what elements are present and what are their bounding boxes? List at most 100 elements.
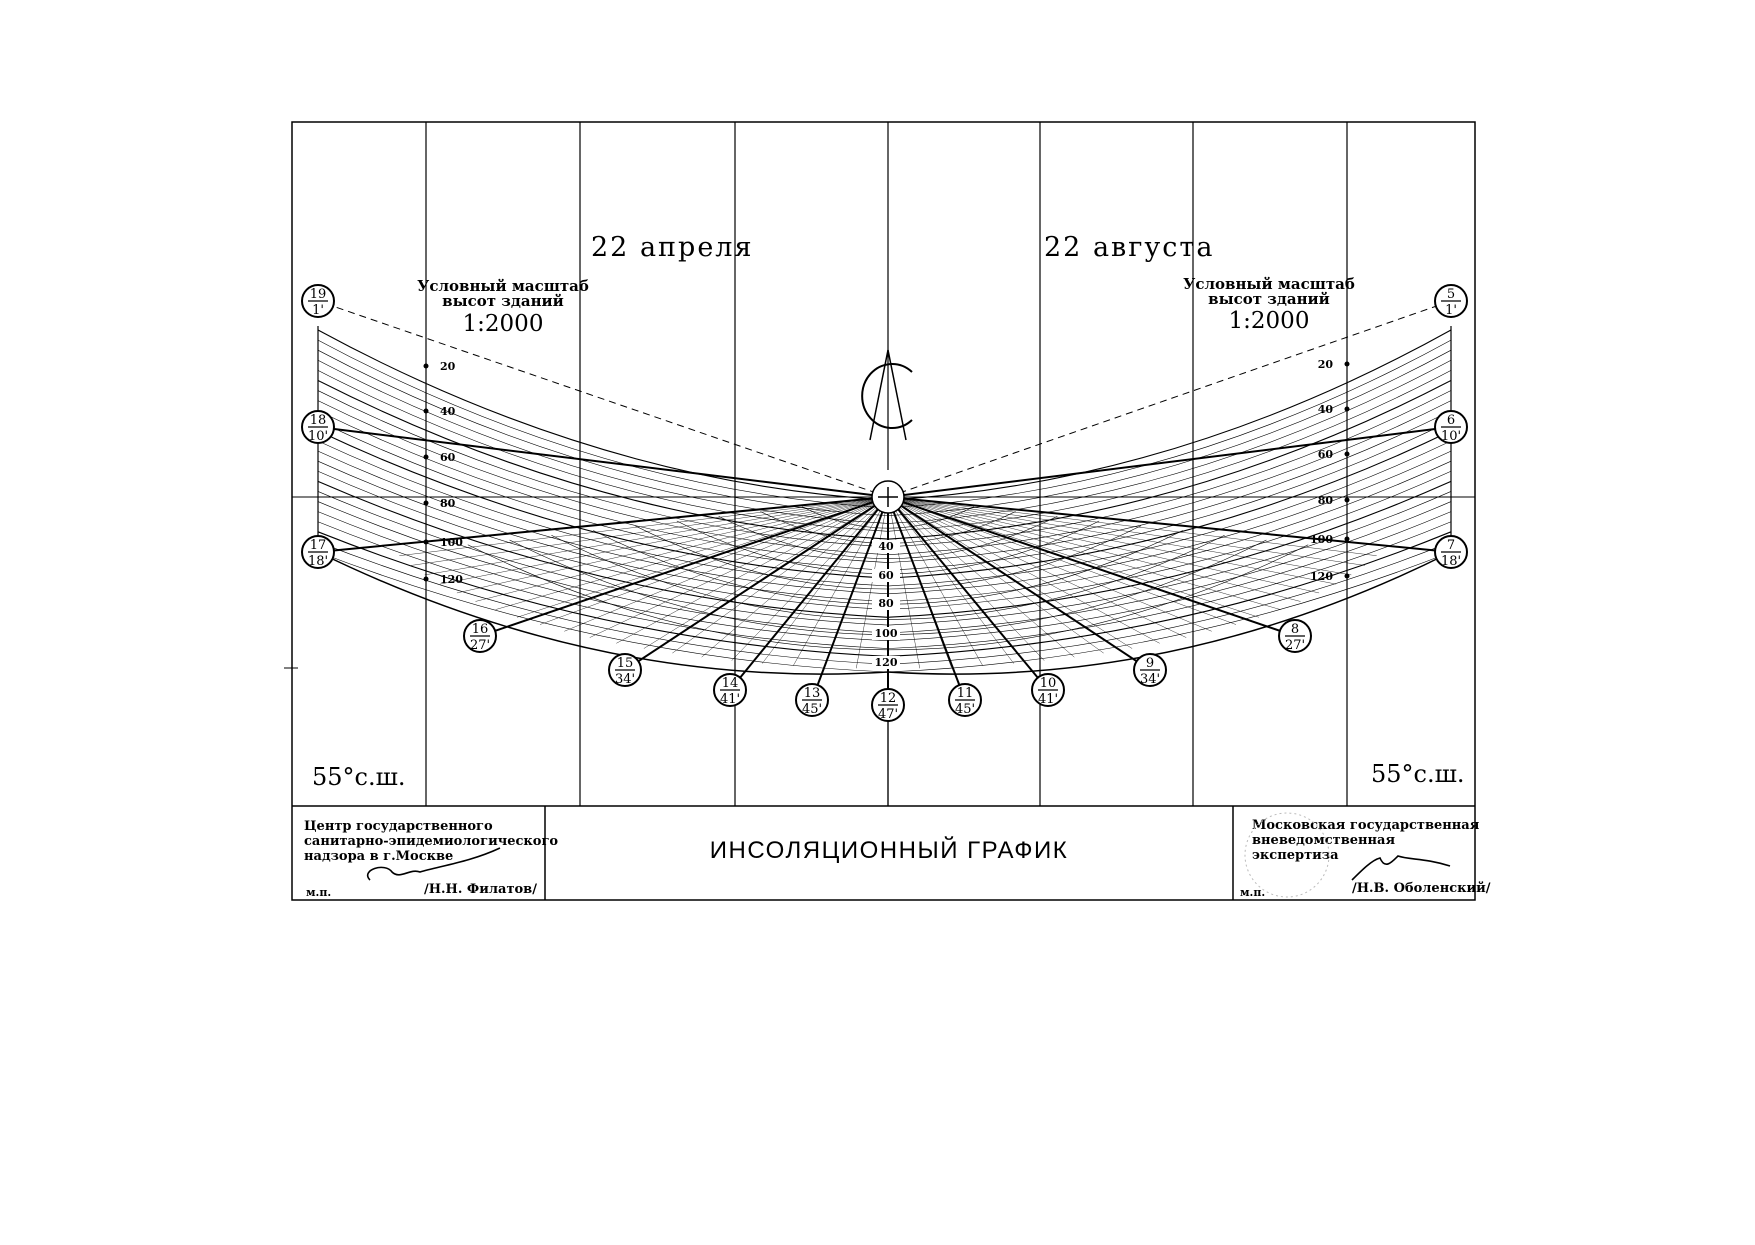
title-block [292, 805, 1475, 900]
fine-ray [399, 496, 889, 556]
hour-marker: 191' [301, 284, 335, 318]
latitude-left: 55°с.ш. [312, 763, 406, 791]
scale-note-right-ratio: 1:2000 [1229, 308, 1310, 334]
hour-ray [887, 496, 1151, 671]
fine-ray [887, 496, 920, 669]
right-signer: /Н.В. Оболенский/ [1352, 881, 1491, 896]
scale-tick-label-left: 80 [440, 497, 456, 510]
chart-title: ИНСОЛЯЦИОННЫЙ ГРАФИК [710, 836, 1068, 864]
fine-ray [643, 496, 889, 649]
scale-tick-dot [1344, 497, 1350, 503]
hour-ray [887, 426, 1452, 498]
scale-tick-dot [423, 576, 429, 582]
hour-marker-minute: 18' [1441, 554, 1461, 569]
fine-ray [887, 496, 1337, 585]
hour-marker-hour: 9 [1146, 656, 1154, 671]
hour-marker: 51' [1434, 284, 1468, 318]
fine-ray [887, 496, 1237, 625]
hour-marker-minute: 10' [1441, 429, 1461, 444]
scale-tick-label-right: 80 [1318, 494, 1334, 507]
center-tick-bg [872, 597, 900, 610]
fine-ray [793, 496, 889, 666]
heading-left-date: 22 апреля [591, 232, 753, 263]
hour-ray [317, 300, 889, 498]
right-org-line3: экспертиза [1252, 848, 1339, 863]
hour-ray [317, 426, 889, 498]
scale-tick-dot [1344, 406, 1350, 412]
scale-tick-label-left: 20 [440, 360, 456, 373]
hour-marker-minute: 27' [470, 638, 490, 653]
right-stamp-mp: м.п. [1240, 886, 1265, 899]
scale-note-right-line1: Условный масштаб [1183, 275, 1355, 293]
fine-ray [887, 496, 1320, 594]
fine-ray [762, 496, 889, 664]
fine-ray [887, 496, 1160, 644]
hour-marker-minute: 47' [878, 707, 898, 722]
hour-marker-hour: 14 [722, 676, 739, 691]
hour-marker-minute: 18' [308, 554, 328, 569]
hour-marker-hour: 15 [617, 656, 634, 671]
scale-tick-label-left: 40 [440, 405, 456, 418]
scale-tick-dot [423, 500, 429, 506]
scale-note-left-line1: Условный масштаб [417, 277, 589, 295]
left-org-line3: надзора в г.Москве [304, 849, 453, 864]
scale-tick-label-left: 100 [440, 536, 463, 549]
hour-ray [624, 496, 889, 671]
fine-ray [701, 496, 889, 658]
fine-ray [887, 496, 1365, 566]
hour-ray [887, 496, 1452, 553]
scale-tick-dot [1344, 573, 1350, 579]
hour-marker: 934' [1133, 653, 1167, 687]
scale-tick-label-right: 100 [1310, 533, 1333, 546]
hour-ray [887, 496, 1296, 637]
scale-note-left-ratio: 1:2000 [463, 311, 544, 337]
fine-ray [887, 496, 1045, 661]
hour-marker-hour: 10 [1040, 676, 1057, 691]
fine-ray [856, 496, 889, 669]
hour-ray [317, 496, 889, 553]
center-tick-label: 120 [875, 656, 898, 669]
center-tick-bg [872, 656, 900, 669]
center-tick-label: 60 [878, 569, 894, 582]
fine-ray [731, 496, 889, 661]
left-stamp-mp: м.п. [306, 886, 331, 899]
hour-ray [479, 496, 889, 637]
fine-ray [495, 496, 889, 610]
left-org-line1: Центр государственного [304, 819, 493, 834]
fine-ray [887, 496, 1377, 556]
hour-marker-minute: 45' [955, 702, 975, 717]
left-org-line2: санитарно-эпидемиологического [304, 834, 558, 849]
fine-ray [672, 496, 889, 654]
latitude-right: 55°с.ш. [1371, 760, 1465, 788]
hour-marker-minute: 41' [720, 692, 740, 707]
hour-marker-hour: 7 [1447, 538, 1455, 553]
hour-marker-hour: 16 [472, 622, 489, 637]
fine-ray [887, 496, 1187, 638]
fine-ray [887, 496, 1133, 649]
hour-marker-hour: 13 [804, 686, 821, 701]
fine-ray [887, 496, 1212, 632]
fine-ray [887, 496, 1259, 618]
hour-ray [887, 496, 1049, 691]
hour-marker-minute: 34' [615, 672, 635, 687]
scale-tick-dot [423, 454, 429, 460]
hour-ray [729, 496, 889, 691]
hour-ray [811, 496, 889, 701]
hour-marker-hour: 12 [880, 691, 897, 706]
hour-ray [887, 300, 1452, 498]
center-tick-label: 100 [875, 627, 898, 640]
scale-tick-dot [423, 539, 429, 545]
scale-tick-dot [1344, 451, 1350, 457]
right-signature-icon [1351, 855, 1451, 881]
scale-note-left-line2: высот зданий [442, 292, 564, 310]
scale-tick-dot [1344, 361, 1350, 367]
center-tick-label: 80 [878, 597, 894, 610]
hatch-curve [317, 400, 1452, 556]
scale-tick-dot [423, 363, 429, 369]
